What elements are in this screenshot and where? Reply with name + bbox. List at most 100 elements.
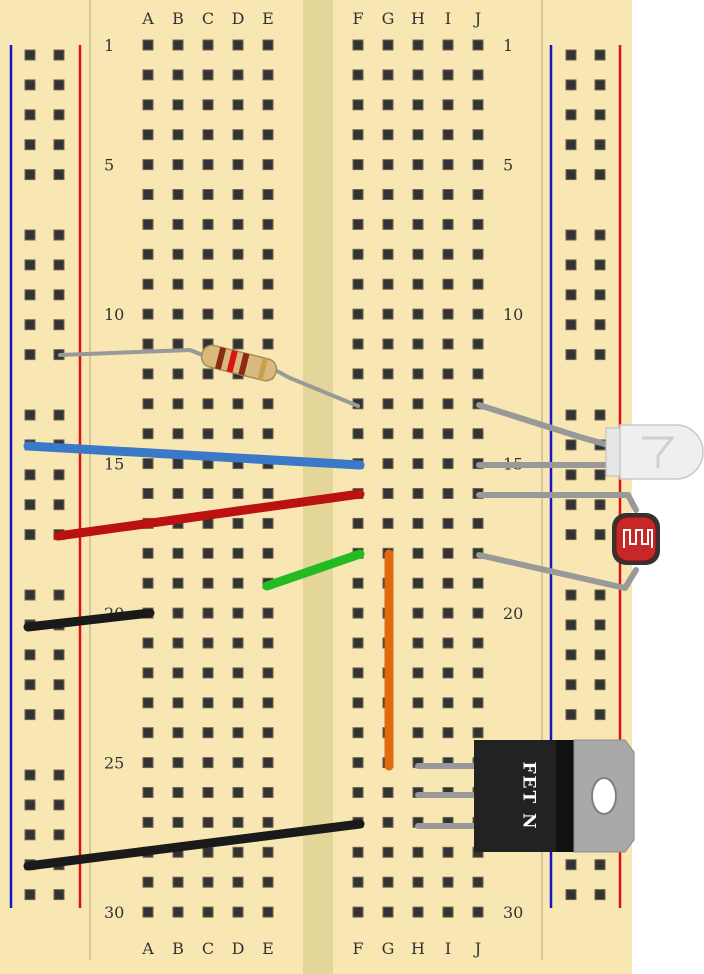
- rail-hole[interactable]: [594, 49, 606, 61]
- rail-hole[interactable]: [565, 859, 577, 871]
- hole-E25[interactable]: [262, 757, 274, 769]
- hole-C8[interactable]: [202, 248, 214, 260]
- green-wire[interactable]: [262, 549, 365, 591]
- hole-B20[interactable]: [172, 607, 184, 619]
- hole-D29[interactable]: [232, 876, 244, 888]
- hole-I4[interactable]: [442, 129, 454, 141]
- hole-B26[interactable]: [172, 787, 184, 798]
- hole-I28[interactable]: [442, 846, 454, 858]
- hole-D30[interactable]: [232, 906, 244, 918]
- rail-hole[interactable]: [594, 469, 606, 481]
- rail-hole[interactable]: [53, 709, 65, 721]
- hole-G16[interactable]: [382, 488, 394, 499]
- hole-J24[interactable]: [472, 727, 484, 739]
- rail-hole[interactable]: [565, 619, 577, 631]
- hole-D5[interactable]: [232, 159, 244, 171]
- hole-D27[interactable]: [232, 816, 244, 828]
- hole-E6[interactable]: [262, 189, 274, 200]
- hole-E20[interactable]: [262, 607, 274, 619]
- hole-C14[interactable]: [202, 428, 214, 440]
- hole-J20[interactable]: [472, 607, 484, 619]
- hole-B4[interactable]: [172, 129, 184, 141]
- hole-I10[interactable]: [442, 308, 454, 320]
- hole-B1[interactable]: [172, 39, 184, 51]
- hole-G30[interactable]: [382, 906, 394, 918]
- rail-hole[interactable]: [53, 289, 65, 301]
- hole-A27[interactable]: [142, 816, 154, 828]
- hole-F12[interactable]: [352, 368, 364, 380]
- hole-C25[interactable]: [202, 757, 214, 769]
- rail-hole[interactable]: [594, 529, 606, 541]
- hole-H29[interactable]: [412, 876, 424, 888]
- rail-hole[interactable]: [565, 649, 577, 661]
- hole-I21[interactable]: [442, 637, 454, 649]
- rail-hole[interactable]: [53, 499, 65, 511]
- hole-J2[interactable]: [472, 69, 484, 81]
- hole-G3[interactable]: [382, 99, 394, 111]
- hole-C18[interactable]: [202, 547, 214, 559]
- rail-hole[interactable]: [53, 79, 65, 91]
- hole-E3[interactable]: [262, 99, 274, 111]
- hole-B12[interactable]: [172, 368, 184, 380]
- hole-D3[interactable]: [232, 99, 244, 111]
- hole-B6[interactable]: [172, 189, 184, 200]
- hole-D14[interactable]: [232, 428, 244, 440]
- hole-H30[interactable]: [412, 906, 424, 918]
- rail-hole[interactable]: [53, 799, 65, 811]
- hole-B23[interactable]: [172, 697, 184, 709]
- hole-J8[interactable]: [472, 248, 484, 260]
- hole-I12[interactable]: [442, 368, 454, 380]
- hole-F10[interactable]: [352, 308, 364, 320]
- hole-F6[interactable]: [352, 189, 364, 200]
- hole-G2[interactable]: [382, 69, 394, 81]
- rail-hole[interactable]: [565, 589, 577, 601]
- rail-hole[interactable]: [24, 169, 36, 181]
- hole-J21[interactable]: [472, 637, 484, 649]
- rail-hole[interactable]: [24, 49, 36, 61]
- rail-hole[interactable]: [594, 709, 606, 721]
- hole-A22[interactable]: [142, 667, 154, 679]
- rail-hole[interactable]: [24, 769, 36, 781]
- rail-hole[interactable]: [594, 409, 606, 421]
- hole-D6[interactable]: [232, 189, 244, 200]
- hole-C5[interactable]: [202, 159, 214, 171]
- rail-hole[interactable]: [53, 49, 65, 61]
- hole-D10[interactable]: [232, 308, 244, 320]
- hole-D2[interactable]: [232, 69, 244, 81]
- hole-H16[interactable]: [412, 488, 424, 499]
- hole-A30[interactable]: [142, 906, 154, 918]
- hole-A21[interactable]: [142, 637, 154, 649]
- rail-hole[interactable]: [594, 679, 606, 691]
- rail-hole[interactable]: [565, 169, 577, 181]
- hole-I30[interactable]: [442, 906, 454, 918]
- rail-hole[interactable]: [24, 829, 36, 841]
- hole-H23[interactable]: [412, 697, 424, 709]
- hole-G26[interactable]: [382, 787, 394, 798]
- rail-hole[interactable]: [565, 79, 577, 91]
- hole-A5[interactable]: [142, 159, 154, 171]
- rail-hole[interactable]: [594, 859, 606, 871]
- hole-D19[interactable]: [232, 577, 244, 589]
- rail-hole[interactable]: [53, 109, 65, 121]
- hole-F21[interactable]: [352, 637, 364, 649]
- hole-E29[interactable]: [262, 876, 274, 888]
- hole-C22[interactable]: [202, 667, 214, 679]
- hole-H9[interactable]: [412, 278, 424, 290]
- hole-G10[interactable]: [382, 308, 394, 320]
- hole-E8[interactable]: [262, 248, 274, 260]
- hole-A12[interactable]: [142, 368, 154, 380]
- rail-hole[interactable]: [565, 49, 577, 61]
- black-wire-top[interactable]: [23, 608, 155, 632]
- hole-G9[interactable]: [382, 278, 394, 290]
- hole-A2[interactable]: [142, 69, 154, 81]
- hole-G1[interactable]: [382, 39, 394, 51]
- hole-H3[interactable]: [412, 99, 424, 111]
- hole-H20[interactable]: [412, 607, 424, 619]
- hole-E22[interactable]: [262, 667, 274, 679]
- hole-C23[interactable]: [202, 697, 214, 709]
- hole-B24[interactable]: [172, 727, 184, 739]
- hole-B3[interactable]: [172, 99, 184, 111]
- hole-I20[interactable]: [442, 607, 454, 619]
- hole-H24[interactable]: [412, 727, 424, 739]
- hole-E27[interactable]: [262, 816, 274, 828]
